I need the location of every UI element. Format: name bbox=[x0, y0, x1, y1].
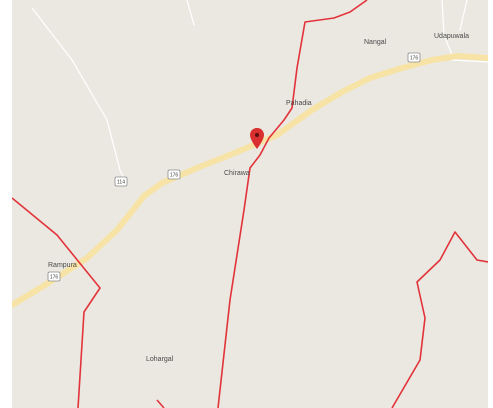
map-pin-icon[interactable] bbox=[250, 128, 264, 149]
minor-roads bbox=[31, 0, 488, 186]
district-boundaries bbox=[12, 0, 488, 408]
place-label[interactable]: Pahadia bbox=[286, 100, 312, 107]
minor-road bbox=[186, 0, 195, 26]
map-pin-body bbox=[250, 128, 264, 149]
route-shield: 114 bbox=[114, 176, 128, 187]
place-label[interactable]: Udapuwala bbox=[434, 33, 469, 40]
route-shield: 176 bbox=[407, 52, 421, 63]
minor-road bbox=[441, 0, 453, 56]
svg-text:176: 176 bbox=[170, 173, 179, 179]
boundary-line bbox=[12, 197, 101, 408]
boundary-line bbox=[217, 0, 368, 408]
map-canvas[interactable]: 176 176 114 176 Nangal Udapuwala Pahadia… bbox=[12, 0, 488, 408]
place-label[interactable]: Chirawa bbox=[224, 170, 250, 177]
minor-road bbox=[459, 0, 468, 31]
svg-text:176: 176 bbox=[410, 56, 419, 62]
svg-text:176: 176 bbox=[50, 275, 59, 281]
route-shield: 176 bbox=[167, 169, 181, 180]
map-pin-dot bbox=[255, 133, 259, 137]
boundary-line bbox=[156, 399, 165, 408]
svg-text:114: 114 bbox=[117, 180, 125, 186]
place-label[interactable]: Lohargal bbox=[146, 356, 174, 363]
route-shield: 176 bbox=[47, 271, 61, 282]
place-label[interactable]: Nangal bbox=[364, 39, 387, 46]
place-label[interactable]: Rampura bbox=[48, 262, 77, 269]
minor-road bbox=[451, 59, 488, 63]
minor-road bbox=[31, 7, 128, 186]
boundary-line bbox=[391, 231, 488, 408]
map-view[interactable]: 176 176 114 176 Nangal Udapuwala Pahadia… bbox=[12, 0, 488, 408]
